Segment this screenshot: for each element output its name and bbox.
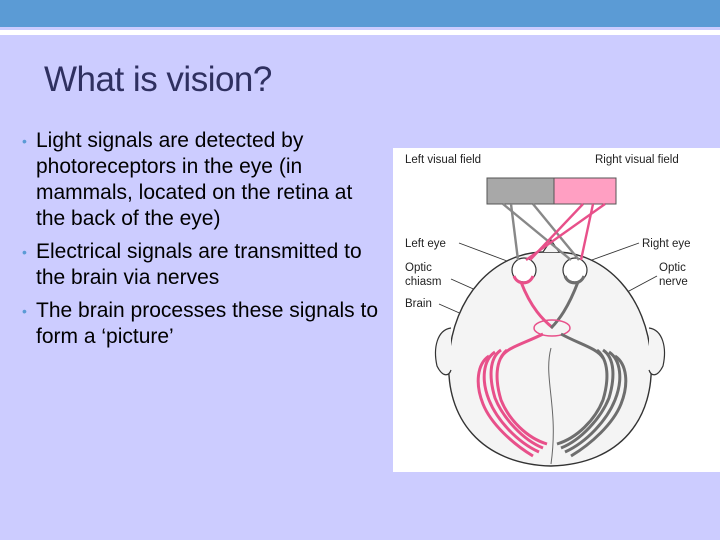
slide-title: What is vision? <box>44 60 272 99</box>
bullet-item: • The brain processes these signals to fo… <box>22 298 382 350</box>
bullet-text: The brain processes these signals to for… <box>36 299 379 348</box>
left-ear <box>434 327 452 376</box>
brain-label: Brain <box>405 298 432 310</box>
optic-chiasm-label-line2: chiasm <box>405 276 441 288</box>
head-outline <box>448 251 652 467</box>
optic-nerves <box>519 281 580 330</box>
left-visual-field-box <box>486 177 555 205</box>
bullet-dot-icon: • <box>22 244 27 260</box>
left-visual-field-label: Left visual field <box>405 154 481 166</box>
bullet-list: • Light signals are detected by photorece… <box>22 128 382 357</box>
visual-pathway-svg: Left visual field Right visual field Lef… <box>405 154 691 467</box>
bullet-text: Light signals are detected by photorecep… <box>36 129 353 230</box>
left-retina-pink <box>512 275 535 285</box>
optic-nerve-label-line1: Optic <box>659 262 686 274</box>
bullet-dot-icon: • <box>22 133 27 149</box>
bullet-dot-icon: • <box>22 303 27 319</box>
pink-visual-pathway <box>476 332 548 458</box>
visual-pathway-diagram: Left visual field Right visual field Lef… <box>393 148 720 472</box>
right-ear <box>648 327 666 376</box>
right-retina-gray <box>563 275 586 285</box>
gray-visual-pathway <box>556 332 628 458</box>
right-visual-field-box <box>553 177 617 205</box>
bullet-item: • Electrical signals are transmitted to t… <box>22 239 382 291</box>
header-accent-bar <box>0 0 720 27</box>
left-eye-label: Left eye <box>405 238 446 250</box>
optic-nerve-label-line2: nerve <box>659 276 688 288</box>
brain-midline <box>548 347 554 465</box>
light-rays <box>502 203 606 261</box>
header-divider <box>0 30 720 35</box>
right-eye-label: Right eye <box>642 238 691 250</box>
right-visual-field-label: Right visual field <box>595 154 679 166</box>
optic-chiasm-label-line1: Optic <box>405 262 432 274</box>
bullet-item: • Light signals are detected by photorece… <box>22 128 382 232</box>
bullet-text: Electrical signals are transmitted to th… <box>36 240 362 289</box>
optic-chiasm <box>533 319 571 337</box>
